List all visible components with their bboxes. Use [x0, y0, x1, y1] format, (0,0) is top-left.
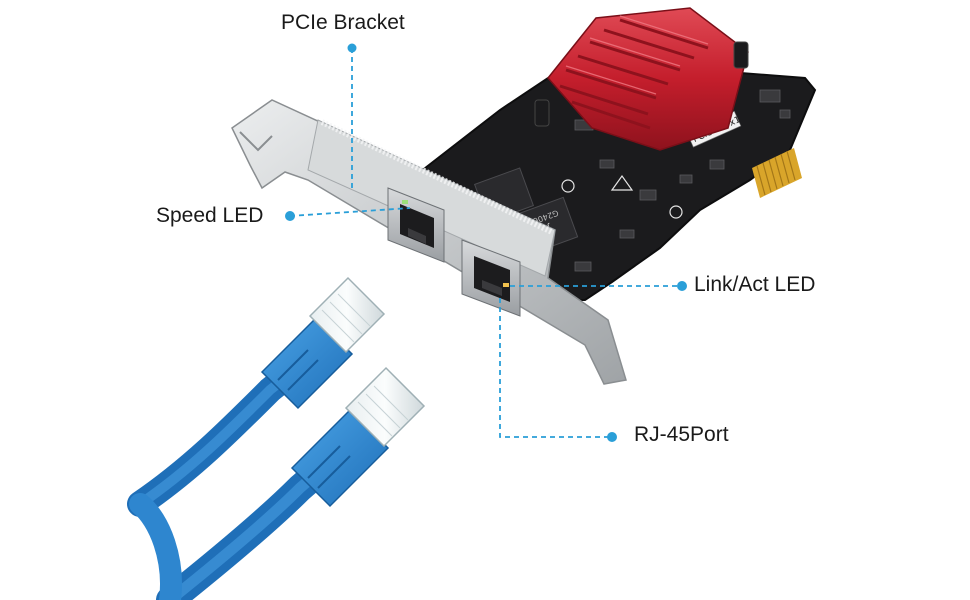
speed-led: [402, 200, 408, 204]
heatsink-icon: [534, 7, 749, 151]
rj45-port-label: RJ-45Port: [634, 423, 729, 446]
speed-led-label: Speed LED: [156, 204, 264, 227]
dot-speed-led: [285, 211, 295, 221]
leader-rj45-port: [499, 298, 612, 438]
leader-speed-led: [289, 207, 411, 217]
pcie-gold-fingers: [752, 148, 802, 198]
dot-link-act-led: [677, 281, 687, 291]
ethernet-cable-icon: [127, 276, 426, 600]
rj45-port-top: [387, 187, 445, 263]
pcie-bracket-label: PCIe Bracket: [281, 11, 405, 34]
dot-rj45-port: [607, 432, 617, 442]
leader-lines: [289, 48, 682, 438]
dot-pcie-bracket: [347, 43, 357, 53]
smd-components: [574, 89, 791, 272]
rj45-port-bottom: [461, 239, 521, 317]
link-act-led-label: Link/Act LED: [694, 273, 816, 296]
leader-dots: [285, 43, 687, 442]
link-act-led: [503, 283, 509, 287]
